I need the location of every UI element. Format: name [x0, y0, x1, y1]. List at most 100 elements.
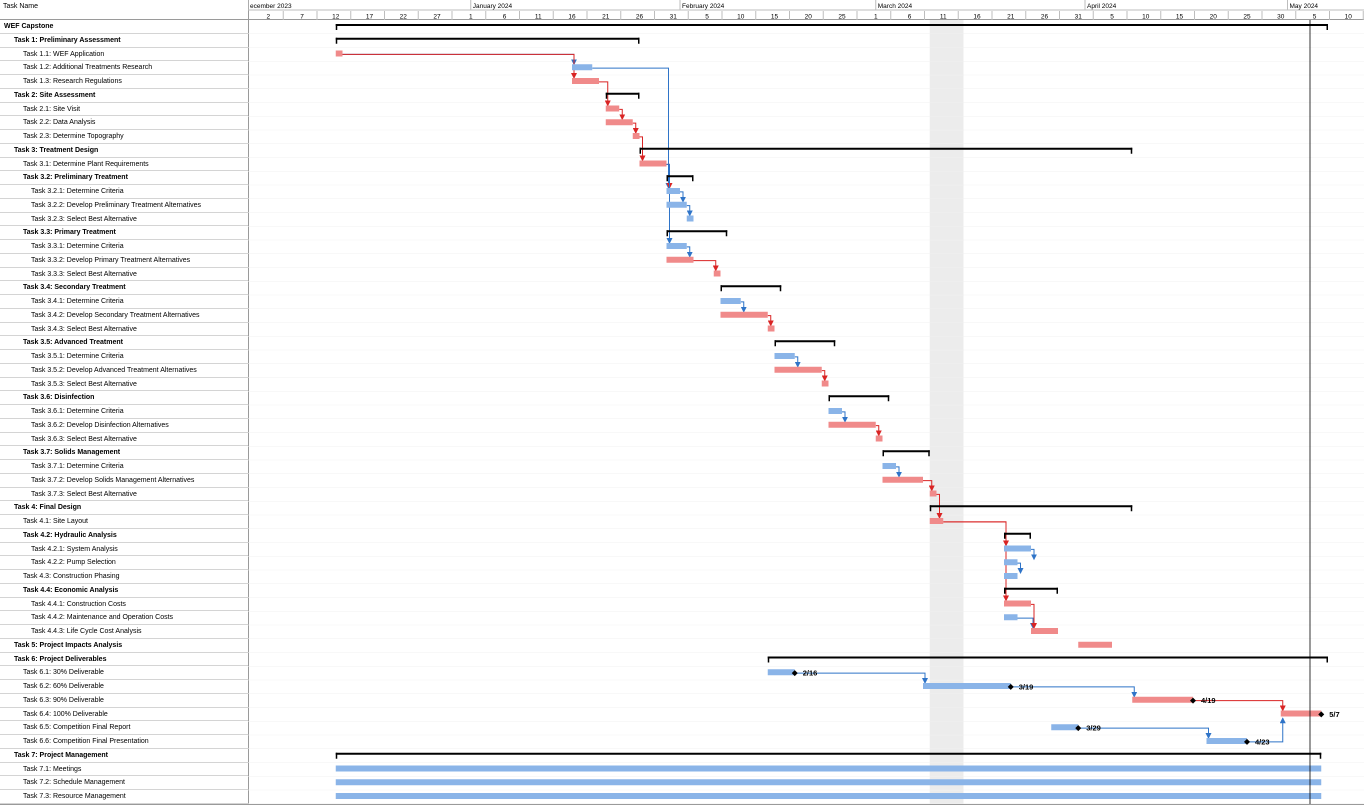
task-bar[interactable] [828, 421, 876, 428]
task-row[interactable]: Task 1.1: WEF Application [0, 48, 248, 62]
task-bar[interactable] [1132, 696, 1193, 703]
task-row[interactable]: Task 4.4: Economic Analysis [0, 584, 248, 598]
task-bar[interactable] [929, 518, 944, 524]
summary-bar[interactable] [605, 92, 640, 95]
task-name-column-header[interactable]: Task Name [0, 0, 248, 20]
task-row[interactable]: Task 3.7: Solids Management [0, 446, 248, 460]
summary-bar[interactable] [767, 656, 1328, 659]
task-bar[interactable] [335, 765, 1322, 772]
task-bar[interactable] [774, 353, 795, 359]
task-row[interactable]: Task 4.4.1: Construction Costs [0, 598, 248, 612]
milestone-diamond[interactable] [1075, 725, 1082, 732]
task-row[interactable]: Task 6.6: Competition Final Presentation [0, 735, 248, 749]
task-bar[interactable] [1051, 724, 1079, 731]
summary-bar[interactable] [335, 37, 640, 40]
dependency-link[interactable] [794, 672, 928, 684]
task-row[interactable]: Task 2: Site Assessment [0, 89, 248, 103]
dependency-link[interactable] [686, 246, 693, 258]
task-bar[interactable] [828, 408, 843, 414]
summary-bar[interactable] [720, 285, 782, 288]
task-bar[interactable] [1004, 573, 1018, 579]
task-row[interactable]: Task 4.4.3: Life Cycle Cost Analysis [0, 625, 248, 639]
task-row[interactable]: Task 6.4: 100% Deliverable [0, 708, 248, 722]
dependency-link[interactable] [632, 122, 639, 134]
dependency-link[interactable] [639, 136, 646, 162]
task-row[interactable]: Task 7.1: Meetings [0, 763, 248, 777]
dependency-link[interactable] [686, 205, 693, 217]
milestone-diamond[interactable] [1318, 711, 1325, 718]
task-row[interactable]: Task 3.2.2: Develop Preliminary Treatmen… [0, 199, 248, 213]
task-bar[interactable] [767, 669, 795, 676]
task-row[interactable]: Task 3.2: Preliminary Treatment [0, 171, 248, 185]
dependency-link[interactable] [923, 480, 935, 492]
task-row[interactable]: Task 3.5.2: Develop Advanced Treatment A… [0, 364, 248, 378]
dependency-link[interactable] [821, 370, 828, 382]
task-row[interactable]: Task 2.1: Site Visit [0, 103, 248, 117]
task-bar[interactable] [572, 78, 599, 84]
task-row[interactable]: Task 3.3: Primary Treatment [0, 226, 248, 240]
task-bar[interactable] [572, 64, 593, 71]
task-row[interactable]: Task 3.2.3: Select Best Alternative [0, 213, 248, 227]
task-row[interactable]: Task 3.6.2: Develop Disinfection Alterna… [0, 419, 248, 433]
summary-bar[interactable] [666, 230, 728, 233]
dependency-link[interactable] [1017, 562, 1024, 574]
task-row[interactable]: Task 7: Project Management [0, 749, 248, 763]
task-row[interactable]: Task 3.4.2: Develop Secondary Treatment … [0, 309, 248, 323]
summary-bar[interactable] [929, 505, 1133, 508]
dependency-link[interactable] [1247, 717, 1286, 743]
dependency-link[interactable] [599, 81, 611, 107]
task-row[interactable]: Task 6.3: 90% Deliverable [0, 694, 248, 708]
task-bar[interactable] [713, 270, 721, 277]
task-bar[interactable] [1004, 545, 1031, 552]
summary-bar[interactable] [335, 24, 1328, 26]
task-bar[interactable] [605, 105, 620, 112]
task-bar[interactable] [1206, 738, 1248, 744]
summary-bar[interactable] [639, 147, 1133, 150]
task-bar[interactable] [632, 133, 640, 139]
milestone-diamond[interactable] [1244, 738, 1250, 745]
task-bar[interactable] [639, 160, 667, 167]
task-row[interactable]: Task 3.7.3: Select Best Alternative [0, 488, 248, 502]
task-row[interactable]: Task 3.3.1: Determine Criteria [0, 240, 248, 254]
task-bar[interactable] [335, 50, 343, 57]
task-row[interactable]: Task 3.4.3: Select Best Alternative [0, 323, 248, 337]
task-bar[interactable] [774, 366, 822, 373]
task-row[interactable]: Task 1.3: Research Regulations [0, 75, 248, 89]
task-row[interactable]: Task 6.1: 30% Deliverable [0, 666, 248, 680]
task-bar[interactable] [821, 380, 829, 387]
task-bar[interactable] [720, 298, 741, 304]
task-row[interactable]: Task 3.6.1: Determine Criteria [0, 405, 248, 419]
task-bar[interactable] [666, 188, 681, 194]
task-bar[interactable] [666, 201, 687, 208]
dependency-link[interactable] [794, 356, 801, 368]
dependency-link[interactable] [1031, 603, 1037, 629]
dependency-link[interactable] [1193, 700, 1286, 712]
milestone-diamond[interactable] [1190, 697, 1196, 704]
task-row[interactable]: Task 3.5.1: Determine Criteria [0, 350, 248, 364]
task-bar[interactable] [605, 119, 633, 126]
task-row[interactable]: Task 1.2: Additional Treatments Research [0, 61, 248, 75]
dependency-link[interactable] [1010, 686, 1138, 698]
task-row[interactable]: Task 4: Final Design [0, 501, 248, 515]
task-row[interactable]: Task 4.2.2: Pump Selection [0, 556, 248, 570]
task-bar[interactable] [1004, 600, 1031, 607]
dependency-link[interactable] [842, 411, 848, 423]
task-row[interactable]: Task 1: Preliminary Assessment [0, 34, 248, 48]
task-bar[interactable] [1280, 710, 1322, 717]
task-row[interactable]: Task 7.2: Schedule Management [0, 776, 248, 790]
task-bar[interactable] [1078, 641, 1112, 648]
task-bar[interactable] [1004, 614, 1018, 621]
task-row[interactable]: Task 3.4: Secondary Treatment [0, 281, 248, 295]
task-row[interactable]: Task 7.3: Resource Management [0, 790, 248, 804]
task-bar[interactable] [686, 215, 694, 222]
task-row[interactable]: Task 3.7.1: Determine Criteria [0, 460, 248, 474]
dependency-link[interactable] [666, 163, 673, 244]
task-row[interactable]: Task 3.2.1: Determine Criteria [0, 185, 248, 199]
task-row[interactable]: Task 3.4.1: Determine Criteria [0, 295, 248, 309]
dependency-link[interactable] [619, 108, 626, 121]
task-row[interactable]: WEF Capstone [0, 20, 248, 34]
task-row[interactable]: Task 3.1: Determine Plant Requirements [0, 158, 248, 172]
task-bar[interactable] [882, 463, 897, 469]
dependency-link[interactable] [680, 191, 686, 203]
task-row[interactable]: Task 3.5: Advanced Treatment [0, 336, 248, 350]
